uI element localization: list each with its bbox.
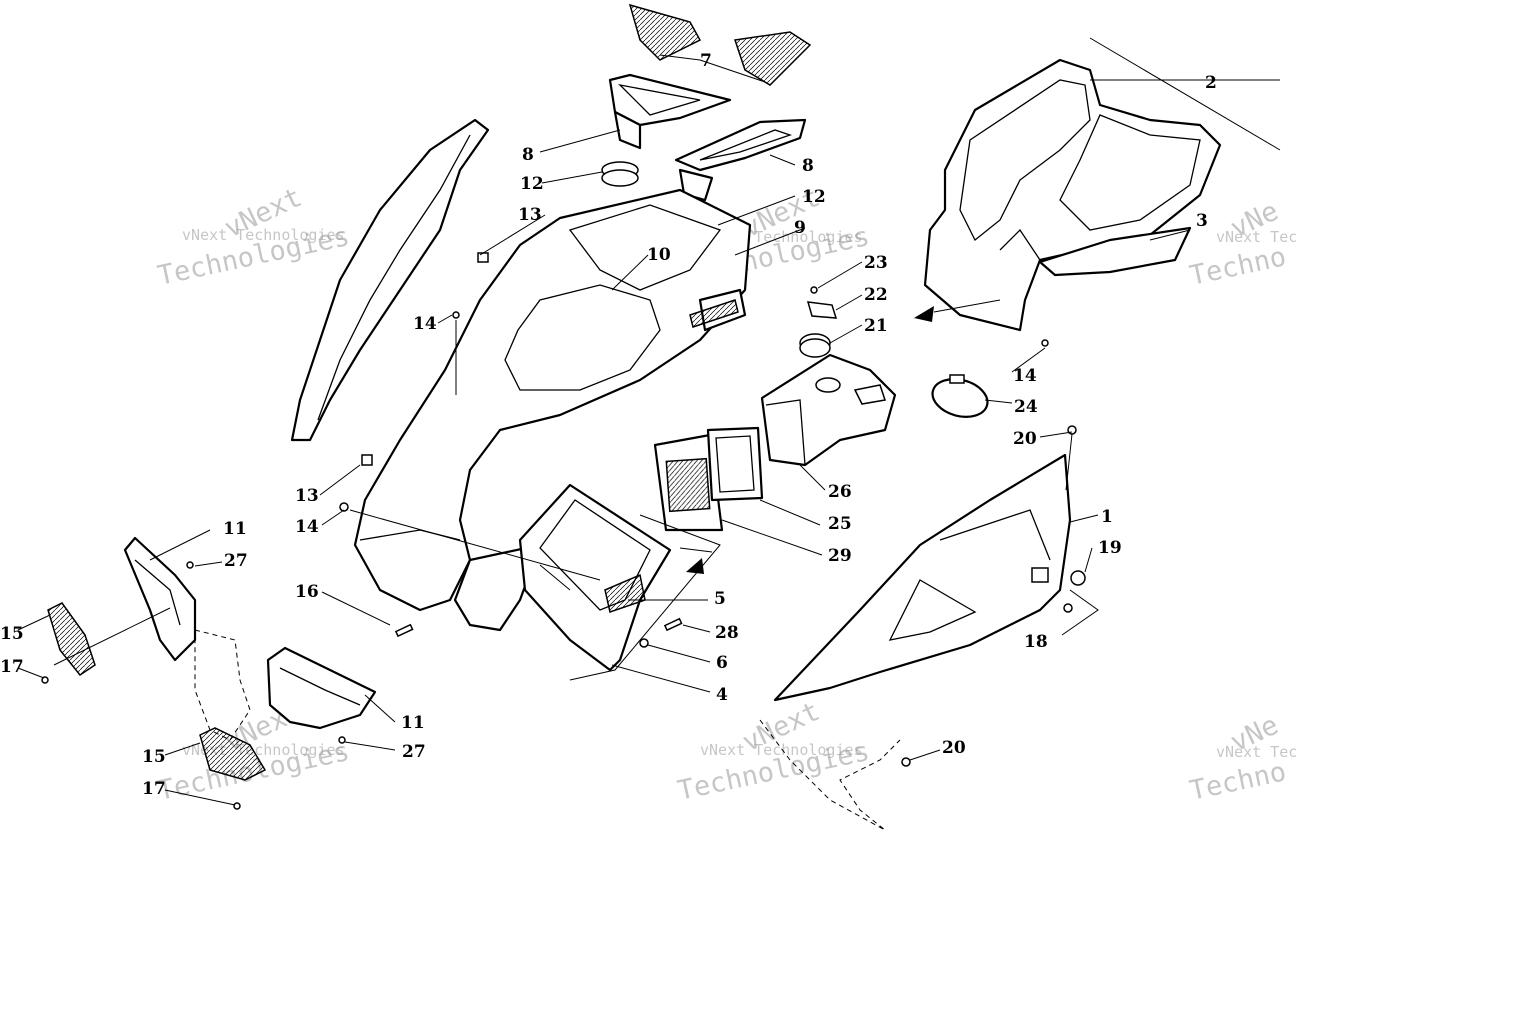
duct-grommet [799,333,831,358]
callout-5: 5 [714,589,726,609]
callout-numbers: 7 2 8 8 12 12 3 13 9 10 23 22 21 14 14 2… [0,51,1217,799]
watermark-text: vNext Tec [1216,228,1297,246]
side-vent-upper [123,536,197,662]
watermark-text: vNext Technologies [182,226,345,244]
right-lower-trim-outline [759,719,901,831]
callout-12-right: 12 [802,187,826,207]
screw-14-b [339,502,349,512]
screw-27-b [338,736,346,744]
callout-6: 6 [716,653,728,673]
vent-cover-upper [47,602,96,677]
callout-24: 24 [1014,397,1038,417]
screw-17-a [41,676,49,684]
nut-18 [1063,603,1073,613]
screw-27-a [186,561,194,569]
callout-21: 21 [864,316,888,336]
knob-19 [1070,570,1086,586]
screw-20-b [901,757,911,767]
duct-bracket [806,301,838,319]
left-side-panel [290,118,490,442]
callout-15-lower: 15 [142,747,166,767]
watermark-text: vNext Tec [1216,743,1297,761]
clip-13-upper [477,252,489,263]
callout-8-left: 8 [522,145,534,165]
bolt-28 [663,617,683,632]
screw-17-b [233,802,241,810]
callout-3: 3 [1196,211,1208,231]
callout-11-lower: 11 [401,713,425,733]
bracket-screw [810,286,818,294]
air-duct [760,353,897,467]
callout-10: 10 [647,245,671,265]
grommet-left [601,161,639,187]
screw-14-a [452,311,460,319]
duct-seal [706,426,764,502]
filter-element [653,433,724,532]
vent-housing-left [608,73,732,150]
callout-20-upper: 20 [1013,429,1037,449]
callout-22: 22 [864,285,888,305]
callout-8-right: 8 [802,156,814,176]
callout-17-lower: 17 [142,779,166,799]
vent-screen-left [628,3,702,61]
callout-18: 18 [1024,632,1048,652]
hood-assembly [353,188,752,632]
callout-26: 26 [828,482,852,502]
callout-15-upper: 15 [0,624,24,644]
callout-17-upper: 17 [0,657,24,677]
callout-14-upper: 14 [413,314,437,334]
storage-tray [923,58,1222,332]
screw-14-c [1041,339,1049,347]
leader-lines [17,37,1281,806]
callout-14-lower: 14 [295,517,319,537]
callout-13-upper: 13 [518,205,542,225]
callout-11-upper: 11 [223,519,247,539]
callout-27-upper: 27 [224,551,248,571]
side-vent-lower [266,646,377,730]
watermark-text: Techno [1187,756,1289,807]
clip-13-lower [361,454,373,466]
callout-13-lower: 13 [295,486,319,506]
callout-1: 1 [1101,507,1113,527]
callout-9: 9 [794,218,806,238]
callout-27-lower: 27 [402,742,426,762]
watermark-left: vNext Technologies Technologies vNext [155,182,352,292]
callout-20-lower: 20 [942,738,966,758]
callout-12-left: 12 [520,174,544,194]
bolt-16 [394,623,414,638]
vent-cover-lower [199,727,267,781]
callout-16: 16 [295,582,319,602]
callout-7: 7 [700,51,712,71]
callout-28: 28 [715,623,739,643]
right-side-panel [773,453,1072,702]
callout-23: 23 [864,253,888,273]
callout-4: 4 [716,685,728,705]
callout-25: 25 [828,514,852,534]
watermark-bottom-right: vNext Tec Techno vNe [1187,710,1297,807]
vent-housing-right [674,118,807,202]
callout-29: 29 [828,546,852,566]
assembly-arrow-upper [914,299,1001,322]
callout-14-right: 14 [1013,366,1037,386]
hose-clamp [931,374,989,418]
watermark-text: vNext Technologies [700,741,863,759]
watermark-text: Techno [1187,241,1289,292]
watermark-bottom-center: vNext Technologies Technologies vNext [675,696,872,807]
air-box-inner [518,483,672,672]
vent-screen-right [734,31,812,86]
callout-2: 2 [1205,73,1217,93]
washer-6 [639,638,649,648]
callout-19: 19 [1098,538,1122,558]
left-lower-trim-outline [194,629,251,741]
